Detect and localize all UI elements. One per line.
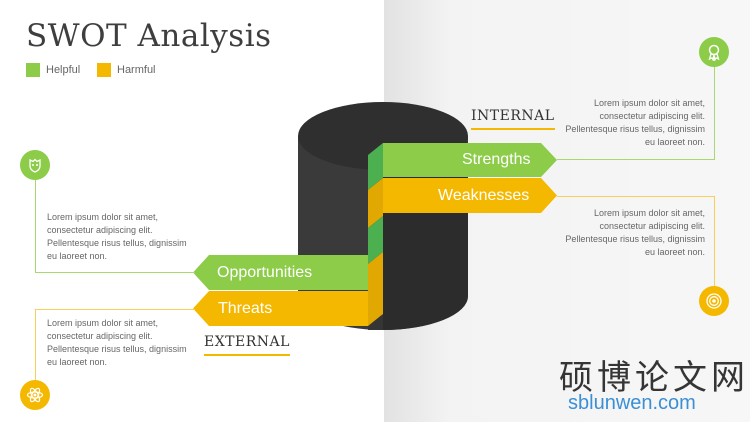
watermark-chinese: 硕博论文网 <box>559 358 749 398</box>
slice-threats <box>368 252 383 326</box>
legend-harmful: Harmful <box>97 63 156 77</box>
shield-badge-icon <box>20 150 50 180</box>
strengths-bar-shape <box>383 143 557 177</box>
strengths-description: Lorem ipsum dolor sit amet, consectetur … <box>565 98 705 147</box>
opportunities-bar-shape <box>193 255 368 290</box>
atom-icon <box>20 380 50 410</box>
weaknesses-bar <box>383 178 557 213</box>
threats-connector-h <box>35 309 195 310</box>
slice-opportunities <box>368 216 383 264</box>
legend-harmful-label: Harmful <box>117 64 156 76</box>
award-ribbon-icon <box>699 37 729 67</box>
weaknesses-bar-shape <box>383 178 557 213</box>
external-underline <box>204 354 290 356</box>
legend-helpful: Helpful <box>26 63 80 77</box>
watermark-url: sblunwen.com <box>568 392 696 414</box>
opportunities-description: Lorem ipsum dolor sit amet, consectetur … <box>47 212 187 261</box>
threats-connector-v <box>35 309 36 381</box>
opportunities-connector-v <box>35 180 36 273</box>
opportunities-bar <box>193 255 368 290</box>
legend-harmful-swatch <box>97 63 111 77</box>
weaknesses-connector-h <box>557 196 715 197</box>
weaknesses-connector-v <box>714 196 715 286</box>
threats-bar <box>193 291 368 326</box>
internal-underline <box>471 128 555 130</box>
internal-heading: INTERNAL <box>471 108 555 130</box>
strengths-connector-v <box>714 66 715 160</box>
legend-helpful-label: Helpful <box>46 64 81 76</box>
threats-bar-shape <box>193 291 368 326</box>
weaknesses-description: Lorem ipsum dolor sit amet, consectetur … <box>565 208 705 257</box>
slice-weaknesses <box>368 178 383 228</box>
legend-helpful-swatch <box>26 63 40 77</box>
page-title: SWOT Analysis <box>26 18 272 54</box>
strengths-bar <box>383 143 557 177</box>
threats-description: Lorem ipsum dolor sit amet, consectetur … <box>47 318 187 367</box>
strengths-connector-h <box>557 159 715 160</box>
external-heading: EXTERNAL <box>204 334 290 356</box>
target-icon <box>699 286 729 316</box>
slice-strengths <box>368 143 383 190</box>
opportunities-connector-h <box>35 272 195 273</box>
